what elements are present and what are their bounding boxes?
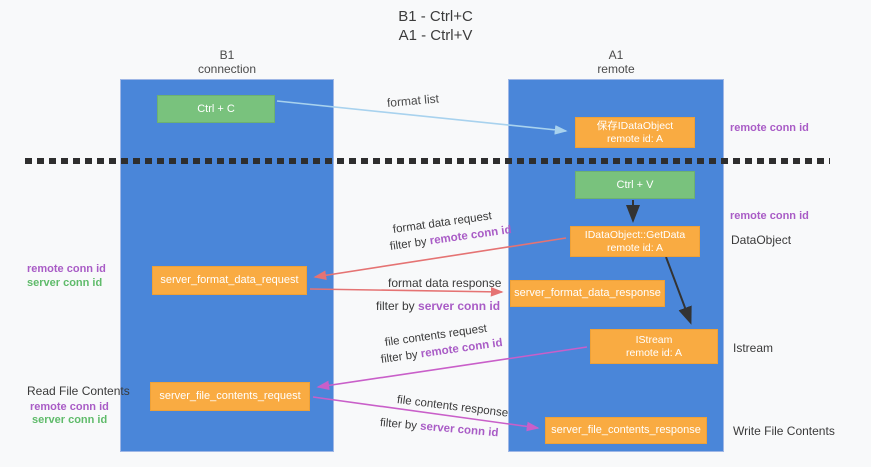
node-server-file-contents-response: server_file_contents_response (545, 417, 707, 444)
flow-label-format-list: format list (386, 91, 440, 110)
server-format-data-response-label: server_format_data_response (514, 287, 661, 299)
ctrl-c-label: Ctrl + C (197, 103, 235, 115)
annotation-read-file-contents: Read File Contents (27, 384, 130, 398)
annotation-dataobject: DataObject (731, 233, 792, 247)
node-ctrl-v: Ctrl + V (575, 171, 695, 199)
node-istream: IStream remote id: A (590, 329, 718, 364)
getdata-line1: IDataObject::GetData (584, 228, 686, 241)
node-getdata: IDataObject::GetData remote id: A (570, 226, 700, 257)
right-column-header: A1 remote (508, 48, 724, 76)
flow-label-file-contents-response: file contents response (396, 394, 509, 420)
node-server-format-data-request: server_format_data_request (152, 266, 307, 295)
dashed-separator-line (25, 158, 830, 164)
left-column-header: B1 connection (120, 48, 334, 76)
server-file-contents-response-label: server_file_contents_response (551, 424, 701, 436)
filter-prefix: filter by (379, 417, 421, 433)
annotation-left-remote-conn-id-mid: remote conn id (27, 263, 106, 275)
filter-key-server-conn-id: server conn id (418, 299, 501, 313)
flow-label-format-data-response: format data response (388, 276, 502, 290)
ctrl-v-label: Ctrl + V (616, 179, 654, 191)
annotation-left-server-conn-id-bottom: server conn id (32, 414, 108, 426)
node-server-format-data-response: server_format_data_response (510, 280, 665, 307)
flow-filter-file-contents-response: filter by server conn id (379, 417, 498, 439)
annotation-istream: Istream (733, 341, 774, 355)
left-column-name: B1 (219, 48, 235, 62)
node-server-file-contents-request: server_file_contents_request (150, 382, 310, 411)
getdata-line2: remote id: A (606, 241, 664, 254)
filter-prefix: filter by (380, 348, 422, 366)
annotation-remote-conn-id-top: remote conn id (730, 122, 809, 134)
title-line-1: B1 - Ctrl+C (398, 8, 473, 25)
title-line-2: A1 - Ctrl+V (398, 27, 473, 44)
annotation-left-remote-conn-id-bottom: remote conn id (30, 401, 109, 413)
save-dataobject-line2: remote id: A (606, 132, 664, 145)
annotation-write-file-contents: Write File Contents (733, 424, 835, 438)
filter-prefix: filter by (389, 235, 431, 253)
istream-line1: IStream (635, 333, 673, 346)
left-column-role: connection (197, 62, 257, 76)
diagram-title: B1 - Ctrl+C A1 - Ctrl+V (0, 7, 871, 45)
istream-line2: remote id: A (625, 346, 683, 359)
server-format-data-request-label: server_format_data_request (160, 274, 299, 286)
node-ctrl-c: Ctrl + C (157, 95, 275, 123)
save-dataobject-line1: 保存IDataObject (596, 119, 674, 132)
annotation-remote-conn-id-mid: remote conn id (730, 210, 809, 222)
right-column-name: A1 (608, 48, 624, 62)
node-save-dataobject: 保存IDataObject remote id: A (575, 117, 695, 148)
filter-prefix: filter by (376, 299, 419, 313)
filter-key-server-conn-id: server conn id (419, 420, 499, 440)
flow-filter-format-data-response: filter by server conn id (376, 299, 500, 313)
right-column-role: remote (597, 62, 635, 76)
server-file-contents-request-label: server_file_contents_request (159, 390, 301, 402)
annotation-left-server-conn-id-mid: server conn id (27, 277, 103, 289)
